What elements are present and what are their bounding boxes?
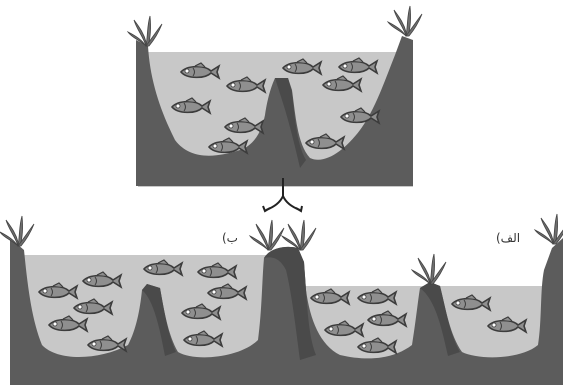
plant-icon bbox=[250, 220, 284, 250]
plant-icon bbox=[388, 6, 422, 36]
original-lake bbox=[128, 6, 422, 187]
separated-lakes bbox=[0, 214, 563, 385]
plant-icon bbox=[535, 214, 563, 244]
label-alef: الف) bbox=[496, 231, 520, 245]
plant-icon bbox=[412, 254, 446, 284]
plant-icon bbox=[282, 220, 316, 250]
label-b: ب) bbox=[222, 231, 238, 245]
plant-icon bbox=[0, 216, 34, 246]
plant-icon bbox=[128, 16, 162, 46]
